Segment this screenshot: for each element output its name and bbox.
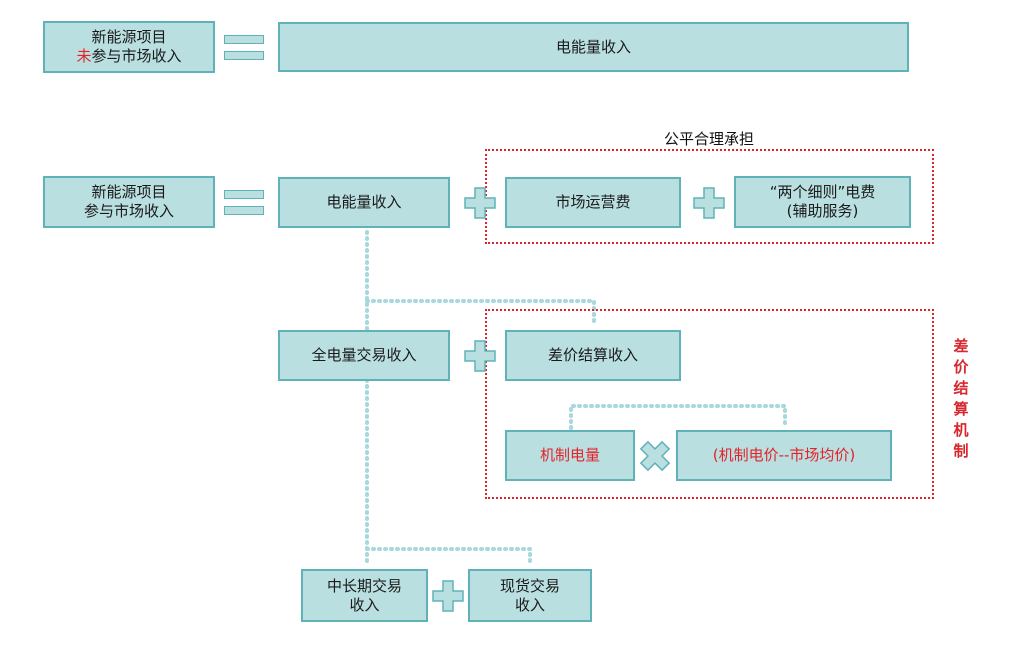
plus-icon xyxy=(464,187,496,219)
mechanism-price-label: (机制电价--市场均价) xyxy=(712,446,856,464)
side-char: 算 xyxy=(953,400,969,418)
unmarket-line1: 新能源项目 xyxy=(91,28,167,46)
diff-settle-income-label: 差价结算收入 xyxy=(547,346,638,364)
side-char: 结 xyxy=(953,379,969,397)
spot-trade-box: 现货交易 收入 xyxy=(468,569,592,622)
market-fee-label: 市场运营费 xyxy=(555,193,631,211)
mechanism-power-box: 机制电量 xyxy=(505,430,635,481)
plus-icon xyxy=(432,580,464,612)
diff-settlement-vertical-label: 差 价 结 算 机 制 xyxy=(951,336,971,462)
mid-long-line2: 收入 xyxy=(349,595,380,614)
side-char: 差 xyxy=(953,337,969,355)
unmarket-income-box: 新能源项目 未参与市场收入 xyxy=(43,21,215,73)
side-char: 制 xyxy=(953,442,969,460)
mid-long-trade-box: 中长期交易 收入 xyxy=(301,569,428,622)
rules-fee-line1: “两个细则”电费 xyxy=(769,183,876,201)
diff-settle-income-box: 差价结算收入 xyxy=(505,330,681,381)
market-line2: 参与市场收入 xyxy=(83,202,174,220)
side-char: 价 xyxy=(953,358,969,376)
plus-icon xyxy=(464,340,496,372)
side-char: 机 xyxy=(953,421,969,439)
mid-long-line1: 中长期交易 xyxy=(326,576,402,595)
fair-share-label: 公平合理承担 xyxy=(664,130,755,148)
full-trade-income-box: 全电量交易收入 xyxy=(278,330,450,381)
market-income-box: 新能源项目 参与市场收入 xyxy=(43,176,215,228)
equals-icon xyxy=(224,190,264,216)
energy-income-label: 电能量收入 xyxy=(326,193,402,211)
energy-income-wide-label: 电能量收入 xyxy=(555,37,631,56)
energy-income-box-wide: 电能量收入 xyxy=(278,22,909,72)
unmarket-not-marker: 未 xyxy=(76,47,92,65)
spot-line1: 现货交易 xyxy=(499,576,560,595)
mechanism-price-box: (机制电价--市场均价) xyxy=(676,430,892,481)
rules-fee-line2: (辅助服务) xyxy=(786,202,859,220)
market-line1: 新能源项目 xyxy=(91,183,167,201)
fair-share-frame xyxy=(485,149,934,244)
diff-settlement-frame xyxy=(485,309,934,499)
unmarket-line2: 参与市场收入 xyxy=(91,47,182,65)
plus-icon xyxy=(693,187,725,219)
mechanism-power-label: 机制电量 xyxy=(539,446,600,464)
multiply-icon xyxy=(639,440,671,472)
rules-fee-box: “两个细则”电费 (辅助服务) xyxy=(734,176,911,228)
market-fee-box: 市场运营费 xyxy=(505,177,681,228)
equals-icon xyxy=(224,35,264,61)
full-trade-income-label: 全电量交易收入 xyxy=(311,346,417,364)
energy-income-box: 电能量收入 xyxy=(278,177,450,228)
spot-line2: 收入 xyxy=(514,595,545,614)
